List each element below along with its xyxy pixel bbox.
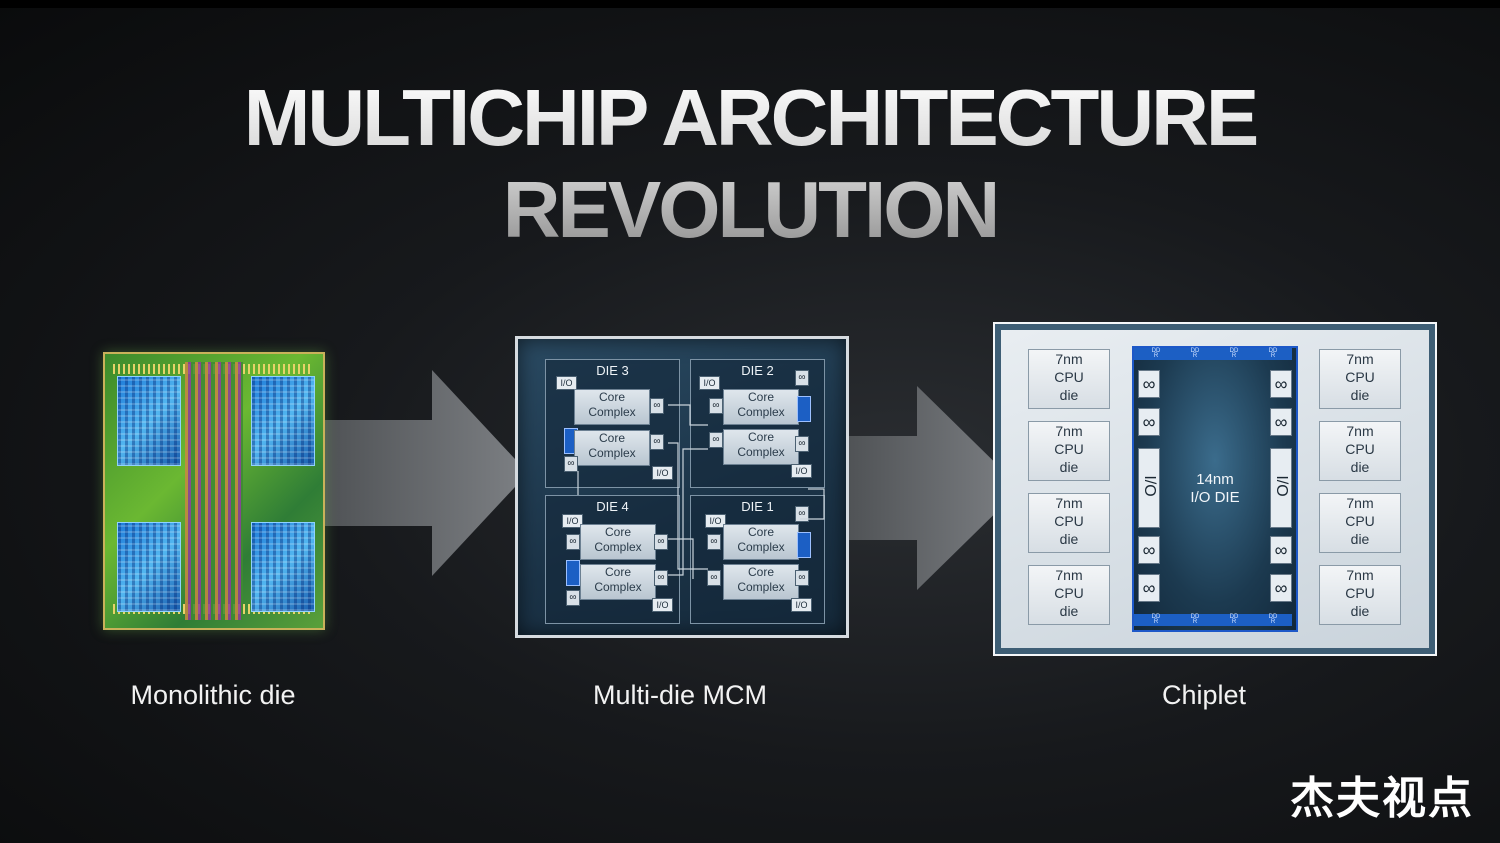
infinity-fabric-icon: ∞ (795, 570, 809, 586)
io-column-left: I/O (1138, 448, 1160, 528)
ddr-bar-bottom (1134, 614, 1292, 626)
interconnect-lines (577, 404, 825, 579)
io-column-right: I/O (1270, 448, 1292, 528)
infinity-fabric-icon: ∞ (1138, 408, 1160, 436)
infinity-fabric-icon: ∞ (566, 590, 580, 606)
infinity-fabric-icon: ∞ (709, 432, 723, 448)
io-port: I/O (699, 376, 720, 390)
die-title: DIE 3 (596, 363, 629, 378)
infinity-fabric-icon: ∞ (707, 534, 721, 550)
ddr-bar-top (1134, 348, 1292, 360)
arrow-right-icon (845, 386, 1021, 590)
io-port: I/O (556, 376, 577, 390)
io-port: I/O (791, 464, 812, 478)
ddr-channel (797, 532, 811, 558)
infinity-fabric-icon: ∞ (709, 398, 723, 414)
caption-mcm: Multi-die MCM (592, 680, 767, 710)
infinity-fabric-icon: ∞ (707, 570, 721, 586)
top-bar (0, 0, 1500, 8)
infinity-fabric-icon: ∞ (1138, 574, 1160, 602)
io-port: I/O (562, 514, 583, 528)
arrow-right-icon (322, 370, 528, 576)
infinity-fabric-icon: ∞ (654, 570, 668, 586)
monolithic-die-image (103, 352, 325, 630)
infinity-fabric-icon: ∞ (650, 398, 664, 414)
caption-monolithic: Monolithic die (130, 680, 296, 710)
infinity-fabric-icon: ∞ (1138, 370, 1160, 398)
infinity-fabric-icon: ∞ (1138, 536, 1160, 564)
infinity-fabric-icon: ∞ (650, 434, 664, 450)
infinity-fabric-icon: ∞ (795, 506, 809, 522)
caption-chiplet: Chiplet (1161, 680, 1247, 710)
io-port: I/O (652, 598, 673, 612)
infinity-fabric-icon: ∞ (1270, 408, 1292, 436)
infinity-fabric-icon: ∞ (564, 456, 578, 472)
io-port: I/O (652, 466, 673, 480)
infinity-fabric-icon: ∞ (1270, 536, 1292, 564)
infinity-fabric-icon: ∞ (795, 436, 809, 452)
infinity-fabric-icon: ∞ (654, 534, 668, 550)
infinity-fabric-icon: ∞ (566, 534, 580, 550)
ddr-channel (797, 396, 811, 422)
watermark: 杰夫视点 (1290, 774, 1474, 823)
io-port: I/O (791, 598, 812, 612)
infinity-fabric-icon: ∞ (1270, 370, 1292, 398)
slide-title: MULTICHIP ARCHITECTURE REVOLUTION (0, 72, 1500, 256)
infinity-fabric-icon: ∞ (1270, 574, 1292, 602)
die-title: DIE 1 (741, 499, 774, 514)
ddr-channel (566, 560, 580, 586)
io-port: I/O (705, 514, 726, 528)
die-title: DIE 2 (741, 363, 774, 378)
die-title: DIE 4 (596, 499, 629, 514)
infinity-fabric-icon: ∞ (795, 370, 809, 386)
